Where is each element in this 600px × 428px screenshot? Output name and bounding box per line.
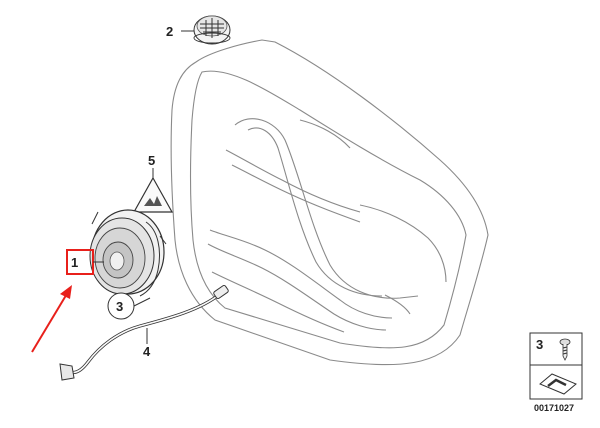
loudspeaker	[89, 209, 167, 297]
screw-icon	[559, 338, 571, 361]
diagram-code: 00171027	[534, 403, 574, 413]
callout-4: 4	[143, 344, 151, 359]
callout-2: 2	[166, 24, 173, 39]
callout-5: 5	[148, 153, 155, 168]
red-arrow	[31, 285, 72, 353]
tweeter-grille	[193, 15, 231, 45]
callout-3: 3	[116, 299, 123, 314]
door-trim-panel	[170, 39, 489, 366]
speaker-cable	[59, 284, 229, 381]
screw-callout-circle	[107, 292, 151, 320]
callout-1: 1	[71, 255, 78, 270]
fastener-drop-icon	[539, 373, 577, 395]
legend-box: 3 00171027	[529, 332, 583, 413]
legend-item-number: 3	[536, 337, 543, 352]
warning-label	[132, 176, 174, 213]
